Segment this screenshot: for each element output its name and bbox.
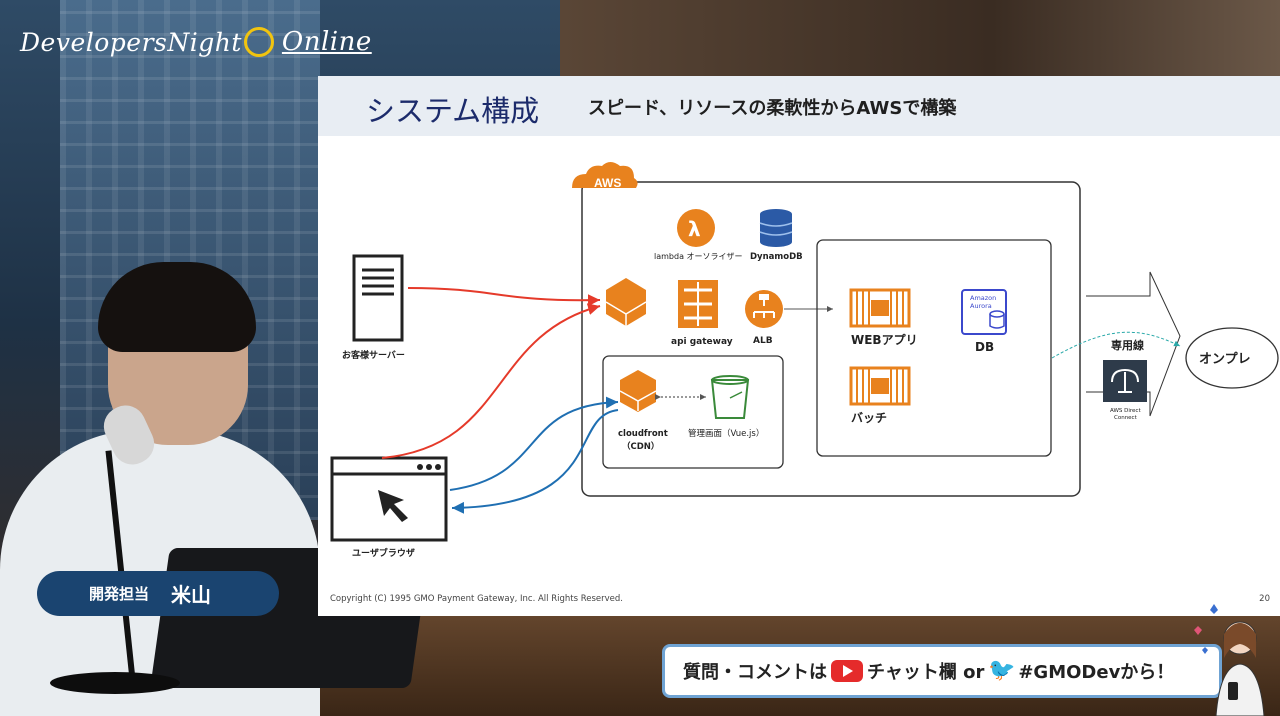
slide-header	[318, 76, 1280, 136]
slide-copyright: Copyright (C) 1995 GMO Payment Gateway, …	[330, 594, 624, 604]
dynamodb-label: DynamoDB	[750, 252, 803, 262]
svg-text:AWS: AWS	[594, 176, 621, 190]
ec2-instance-icon	[849, 288, 911, 328]
browser-cursor-icon	[378, 490, 408, 522]
speaker-name: 米山	[171, 583, 212, 607]
lambda-label: lambda オーソライザー	[654, 252, 743, 261]
batch-label: バッチ	[851, 411, 887, 425]
aws-cloud-box	[581, 181, 1081, 497]
cdn-group-box	[602, 355, 784, 469]
dynamodb-icon	[759, 209, 793, 247]
direct-connect-label: AWS Direct	[1110, 408, 1141, 414]
banner-prefix: 質問・コメントは	[683, 662, 827, 683]
brand-name: DevelopersNight	[20, 27, 242, 57]
cloudfront-icon	[619, 370, 657, 412]
web-app-label: WEBアプリ	[851, 332, 918, 347]
browser-icon	[330, 456, 448, 542]
svg-text:λ: λ	[688, 217, 701, 241]
brand-suffix: Online	[281, 27, 372, 57]
api-gateway-label: api gateway	[671, 337, 733, 347]
onpremise-label: オンプレ	[1199, 352, 1251, 367]
api-gateway-icon	[605, 278, 647, 326]
user-browser-label: ユーザブラウザ	[352, 547, 415, 559]
comment-banner: 質問・コメントは チャット欄 or 🐦 #GMODevから！	[662, 644, 1222, 698]
mascot-illustration	[1194, 604, 1265, 716]
dedicated-line-label: 専用線	[1111, 338, 1144, 352]
api-gateway-icon-2	[678, 280, 718, 328]
onpremise-node	[1185, 327, 1279, 389]
aurora-db-icon: Amazon Aurora	[961, 289, 1007, 335]
aws-badge: AWS	[571, 162, 638, 190]
presenter-hair	[98, 262, 256, 352]
admin-label: 管理画面（Vue.js）	[688, 428, 764, 439]
background-wall	[560, 0, 1280, 80]
brand-ring-icon	[243, 27, 274, 57]
server-icon	[352, 254, 404, 342]
cdn-label: （CDN）	[622, 441, 659, 452]
slide-subtitle: スピード、リソースの柔軟性からAWSで構築	[588, 98, 957, 119]
db-label: DB	[975, 340, 994, 354]
ec2-batch-icon	[849, 366, 911, 406]
customer-server-label: お客様サーバー	[342, 349, 405, 361]
svg-text:Aurora: Aurora	[970, 302, 992, 310]
twitter-icon: 🐦	[988, 658, 1016, 683]
architecture-diagram: AWS λ lambda オーソライザー DynamoDB api gatewa…	[330, 162, 1279, 559]
lambda-icon: λ	[677, 209, 715, 247]
s3-bucket-icon	[710, 375, 750, 419]
presentation-slide: システム構成 スピード、リソースの柔軟性からAWSで構築 AWS λ lambd…	[318, 76, 1280, 616]
brand-logo: DevelopersNight Online	[20, 18, 372, 66]
alb-label: ALB	[753, 336, 773, 346]
svg-text:Amazon: Amazon	[970, 294, 996, 302]
load-balancer-icon	[745, 290, 783, 328]
youtube-icon	[831, 660, 863, 682]
microphone-base	[50, 672, 180, 694]
slide-page-number: 20	[1259, 594, 1270, 604]
speaker-role: 開発担当	[89, 585, 150, 603]
speaker-name-plate: 開発担当 米山	[37, 571, 279, 616]
banner-suffix: #GMODevから！	[1018, 662, 1175, 683]
direct-connect-label-2: Connect	[1114, 415, 1138, 421]
slide-title: システム構成	[366, 94, 540, 128]
cloudfront-label: cloudfront	[618, 429, 668, 439]
application-box	[816, 239, 1052, 457]
banner-middle: チャット欄 or	[867, 662, 985, 683]
direct-connect-icon	[1103, 360, 1147, 402]
